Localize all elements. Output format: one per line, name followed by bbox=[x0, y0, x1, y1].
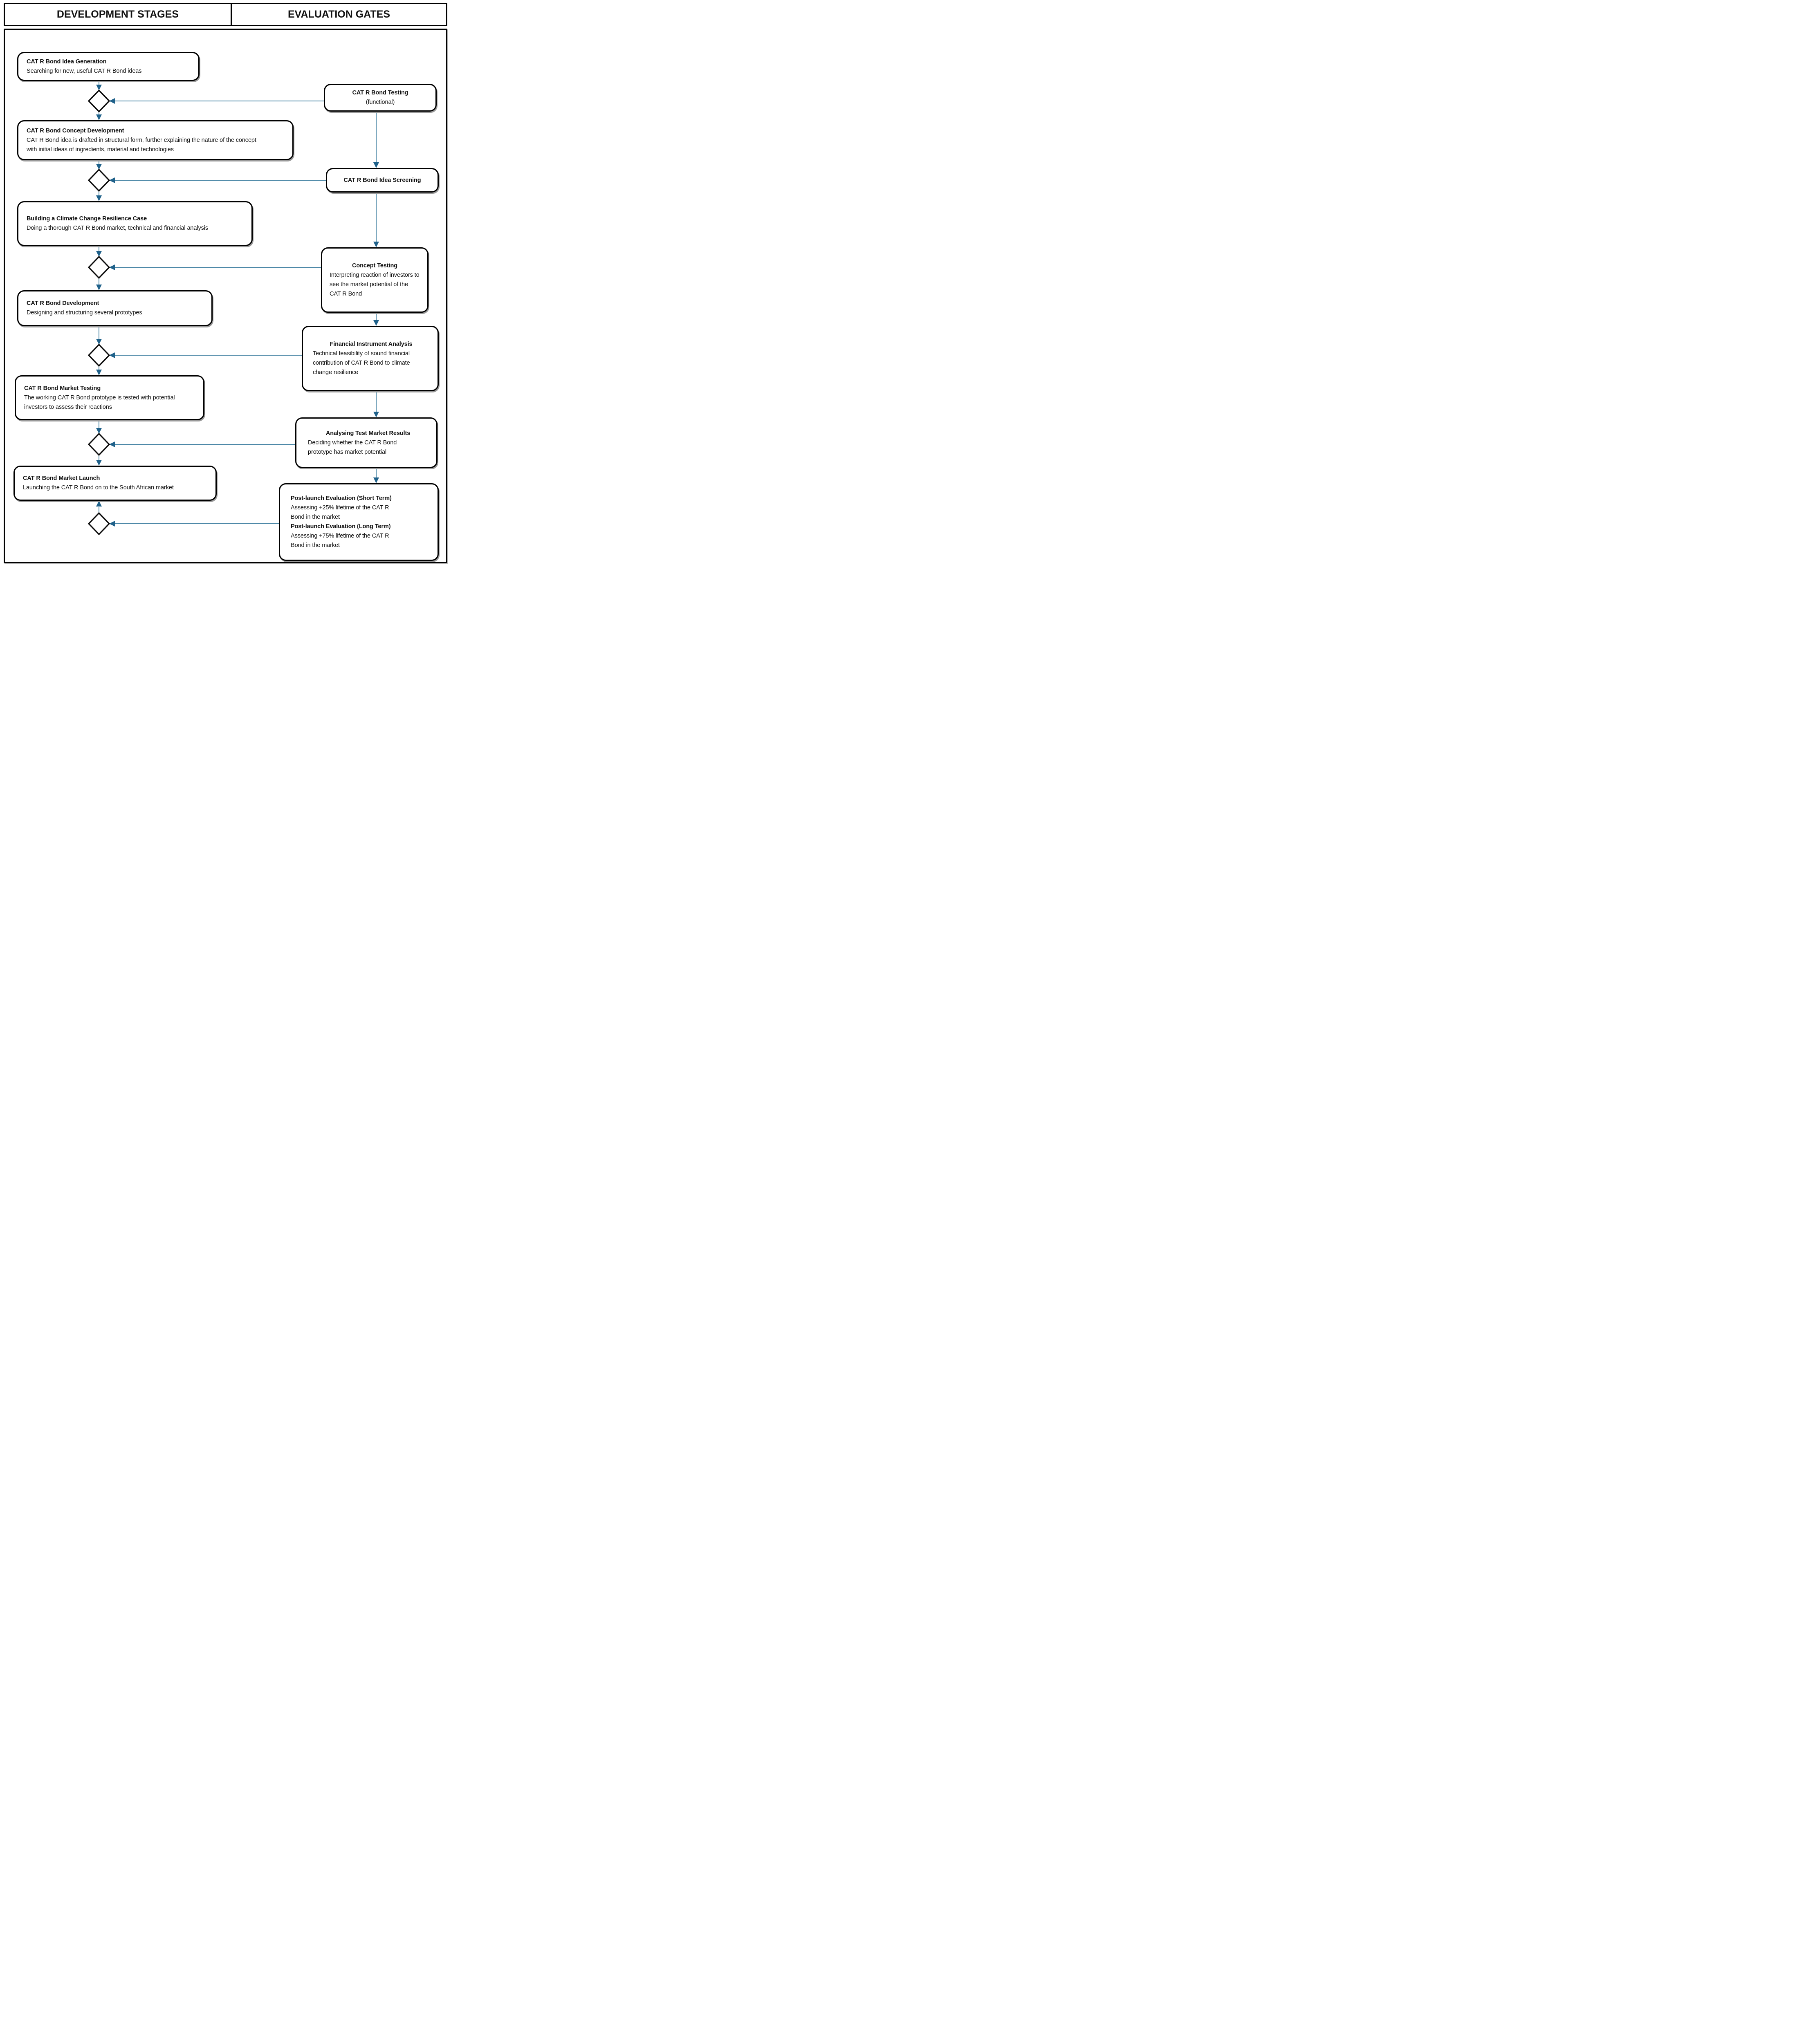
header-evaluation-gates: EVALUATION GATES bbox=[288, 9, 390, 20]
gate-description: Technical feasibility of sound financial… bbox=[313, 350, 410, 376]
decision-diamond-4 bbox=[88, 343, 110, 367]
stage-title: CAT R Bond Market Launch bbox=[23, 475, 100, 482]
arrowhead-into-stage6 bbox=[96, 460, 102, 466]
decision-diamonds bbox=[88, 89, 110, 536]
connector-layer bbox=[88, 81, 379, 536]
stage-gate-flowchart: DEVELOPMENT STAGES EVALUATION GATES bbox=[0, 0, 451, 567]
arrowhead-up-into-stage6 bbox=[96, 501, 102, 507]
stage-box-idea-generation: CAT R Bond Idea Generation Searching for… bbox=[17, 52, 200, 81]
arrowhead-left-into-diamond3 bbox=[109, 264, 115, 270]
arrowhead-into-diamond3 bbox=[96, 251, 102, 257]
arrowhead-into-diamond2 bbox=[96, 164, 102, 170]
gate-title: Analysing Test Market Results bbox=[325, 430, 411, 437]
arrowheads bbox=[96, 85, 379, 527]
gate-title: Concept Testing bbox=[352, 262, 397, 269]
arrowhead-into-stage5 bbox=[96, 370, 102, 375]
arrowhead-left-into-diamond1 bbox=[109, 98, 115, 104]
stage-description: Searching for new, useful CAT R Bond ide… bbox=[27, 67, 142, 74]
arrowhead-into-diamond1 bbox=[96, 85, 102, 90]
stage-description: Launching the CAT R Bond on to the South… bbox=[23, 484, 174, 491]
arrowhead-into-gate3 bbox=[373, 242, 379, 247]
arrowhead-into-stage2 bbox=[96, 114, 102, 120]
decision-diamond-5 bbox=[88, 433, 110, 456]
gate-box-financial-instrument-analysis: Financial Instrument Analysis Technical … bbox=[302, 326, 439, 391]
gate-title: CAT R Bond Idea Screening bbox=[343, 177, 421, 184]
stage-box-resilience-case: Building a Climate Change Resilience Cas… bbox=[17, 201, 253, 246]
arrowhead-left-into-diamond6 bbox=[109, 521, 115, 527]
gate-title-long-term: Post-launch Evaluation (Long Term) bbox=[291, 523, 391, 530]
stage-box-market-launch: CAT R Bond Market Launch Launching the C… bbox=[13, 466, 217, 501]
stage-title: CAT R Bond Market Testing bbox=[24, 385, 101, 392]
gate-description-long-term: Assessing +75% lifetime of the CAT R Bon… bbox=[291, 533, 389, 549]
stage-box-bond-development: CAT R Bond Development Designing and str… bbox=[17, 290, 213, 326]
gate-box-analysing-test-market-results: Analysing Test Market Results Deciding w… bbox=[295, 417, 438, 468]
stage-description: The working CAT R Bond prototype is test… bbox=[24, 394, 175, 410]
gate-description-short-term: Assessing +25% lifetime of the CAT R Bon… bbox=[291, 504, 389, 520]
stage-description: CAT R Bond idea is drafted in structural… bbox=[27, 137, 256, 153]
gate-description: Deciding whether the CAT R Bond prototyp… bbox=[308, 439, 397, 455]
gate-box-post-launch-evaluation: Post-launch Evaluation (Short Term) Asse… bbox=[279, 483, 439, 561]
decision-diamond-3 bbox=[88, 256, 110, 279]
arrowhead-left-into-diamond5 bbox=[109, 442, 115, 447]
arrowhead-into-gate2 bbox=[373, 162, 379, 168]
stage-title: CAT R Bond Idea Generation bbox=[27, 58, 107, 65]
header: DEVELOPMENT STAGES EVALUATION GATES bbox=[4, 3, 447, 26]
gate-title: Financial Instrument Analysis bbox=[330, 341, 413, 347]
gate-title-short-term: Post-launch Evaluation (Short Term) bbox=[291, 495, 392, 502]
gate-title: CAT R Bond Testing bbox=[352, 90, 408, 96]
connector-lines bbox=[99, 81, 377, 524]
stage-title: Building a Climate Change Resilience Cas… bbox=[27, 215, 147, 222]
decision-diamond-1 bbox=[88, 89, 110, 113]
stage-description: Designing and structuring several protot… bbox=[27, 309, 142, 316]
gate-box-concept-testing: Concept Testing Interpreting reaction of… bbox=[321, 247, 429, 313]
decision-diamond-2 bbox=[88, 168, 110, 192]
gate-description: Interpreting reaction of investors to se… bbox=[330, 272, 420, 297]
header-divider bbox=[231, 4, 232, 25]
stage-box-concept-development: CAT R Bond Concept Development CAT R Bon… bbox=[17, 120, 294, 160]
arrowhead-into-diamond5 bbox=[96, 428, 102, 434]
stage-description: Doing a thorough CAT R Bond market, tech… bbox=[27, 225, 209, 231]
stage-title: CAT R Bond Development bbox=[27, 300, 99, 307]
gate-description: (functional) bbox=[366, 99, 395, 105]
arrowhead-left-into-diamond4 bbox=[109, 352, 115, 358]
arrowhead-into-gate4 bbox=[373, 320, 379, 326]
arrowhead-into-stage4 bbox=[96, 285, 102, 290]
arrowhead-into-stage3 bbox=[96, 195, 102, 201]
arrowhead-into-diamond4 bbox=[96, 339, 102, 345]
stage-box-market-testing: CAT R Bond Market Testing The working CA… bbox=[15, 375, 204, 420]
decision-diamond-6 bbox=[88, 512, 110, 536]
stage-title: CAT R Bond Concept Development bbox=[27, 127, 124, 134]
arrowhead-into-gate6 bbox=[373, 477, 379, 483]
gate-box-idea-screening: CAT R Bond Idea Screening bbox=[326, 168, 439, 193]
header-development-stages: DEVELOPMENT STAGES bbox=[56, 9, 179, 20]
arrowhead-into-gate5 bbox=[373, 412, 379, 417]
arrowhead-left-into-diamond2 bbox=[109, 177, 115, 183]
gate-box-bond-testing: CAT R Bond Testing (functional) bbox=[324, 84, 437, 112]
